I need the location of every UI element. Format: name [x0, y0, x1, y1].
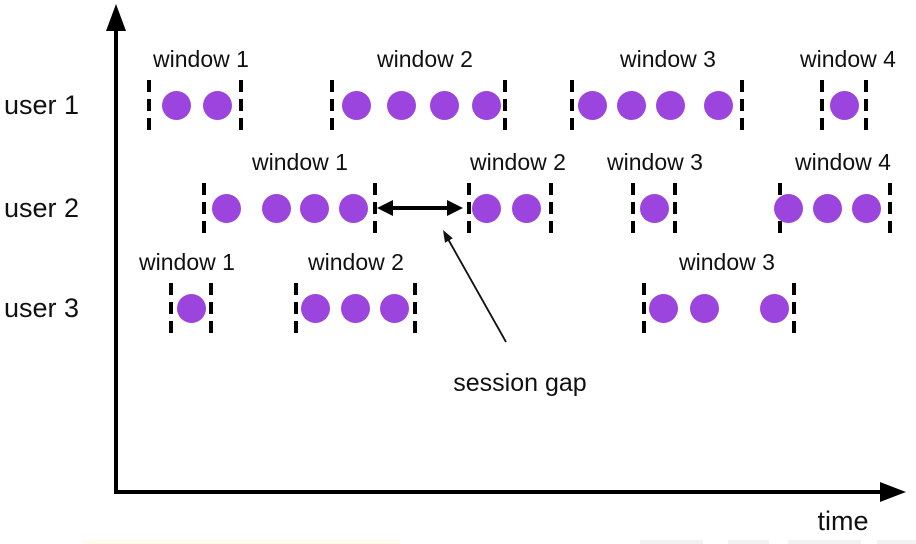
window-label: window 1 — [139, 249, 235, 275]
window-label: window 1 — [153, 46, 249, 72]
window-start-boundary — [467, 183, 471, 233]
window-label: window 1 — [252, 149, 348, 175]
window-label: window 3 — [607, 149, 703, 175]
window-label: window 4 — [800, 46, 896, 72]
event-dot — [851, 193, 881, 223]
event-dot — [655, 90, 685, 120]
event-dot — [648, 293, 678, 323]
window-end-boundary — [792, 283, 796, 333]
event-dot — [759, 293, 789, 323]
window-end-boundary — [209, 283, 213, 333]
window-label: window 2 — [470, 149, 566, 175]
window-end-boundary — [549, 183, 553, 233]
event-dot — [386, 90, 416, 120]
window-end-boundary — [888, 183, 892, 233]
window-end-boundary — [239, 80, 243, 130]
bottom-edge-artifact — [788, 540, 861, 544]
window-end-boundary — [373, 183, 377, 233]
event-dot — [773, 193, 803, 223]
window-start-boundary — [294, 283, 298, 333]
event-dot — [299, 193, 329, 223]
user-row-label: user 2 — [4, 193, 80, 223]
event-dot — [379, 293, 409, 323]
window-end-boundary — [740, 80, 744, 130]
window-label: window 2 — [308, 249, 404, 275]
event-dot — [338, 193, 368, 223]
bottom-edge-artifact — [728, 540, 769, 544]
event-dot — [340, 293, 370, 323]
window-start-boundary — [642, 283, 646, 333]
event-dot — [300, 293, 330, 323]
window-label: window 2 — [377, 46, 473, 72]
event-dot — [639, 193, 669, 223]
event-dot — [511, 193, 541, 223]
event-dot — [689, 293, 719, 323]
event-dot — [211, 193, 241, 223]
bottom-edge-artifact — [640, 540, 703, 544]
window-start-boundary — [330, 80, 334, 130]
window-label: window 3 — [679, 249, 775, 275]
event-dot — [471, 90, 501, 120]
event-dot — [829, 90, 859, 120]
window-start-boundary — [820, 80, 824, 130]
event-dot — [176, 293, 206, 323]
event-dot — [429, 90, 459, 120]
event-dot — [202, 90, 232, 120]
event-dot — [703, 90, 733, 120]
window-start-boundary — [202, 183, 206, 233]
event-dot — [261, 193, 291, 223]
user-row-label: user 3 — [4, 293, 80, 323]
window-label: window 3 — [620, 46, 716, 72]
bottom-edge-artifact — [877, 540, 916, 544]
window-start-boundary — [169, 283, 173, 333]
event-dot — [812, 193, 842, 223]
window-label: window 4 — [795, 149, 891, 175]
event-dot — [161, 90, 191, 120]
window-start-boundary — [147, 80, 151, 130]
event-dot — [471, 193, 501, 223]
user-row-label: user 1 — [4, 90, 80, 120]
window-end-boundary — [413, 283, 417, 333]
event-dot — [341, 90, 371, 120]
window-start-boundary — [631, 183, 635, 233]
window-end-boundary — [864, 80, 868, 130]
event-dot — [616, 90, 646, 120]
window-end-boundary — [503, 80, 507, 130]
window-end-boundary — [673, 183, 677, 233]
window-start-boundary — [570, 80, 574, 130]
bottom-edge-artifact — [83, 540, 400, 544]
session-gap-label: session gap — [453, 369, 587, 397]
time-axis-label: time — [817, 506, 869, 536]
event-dot — [577, 90, 607, 120]
